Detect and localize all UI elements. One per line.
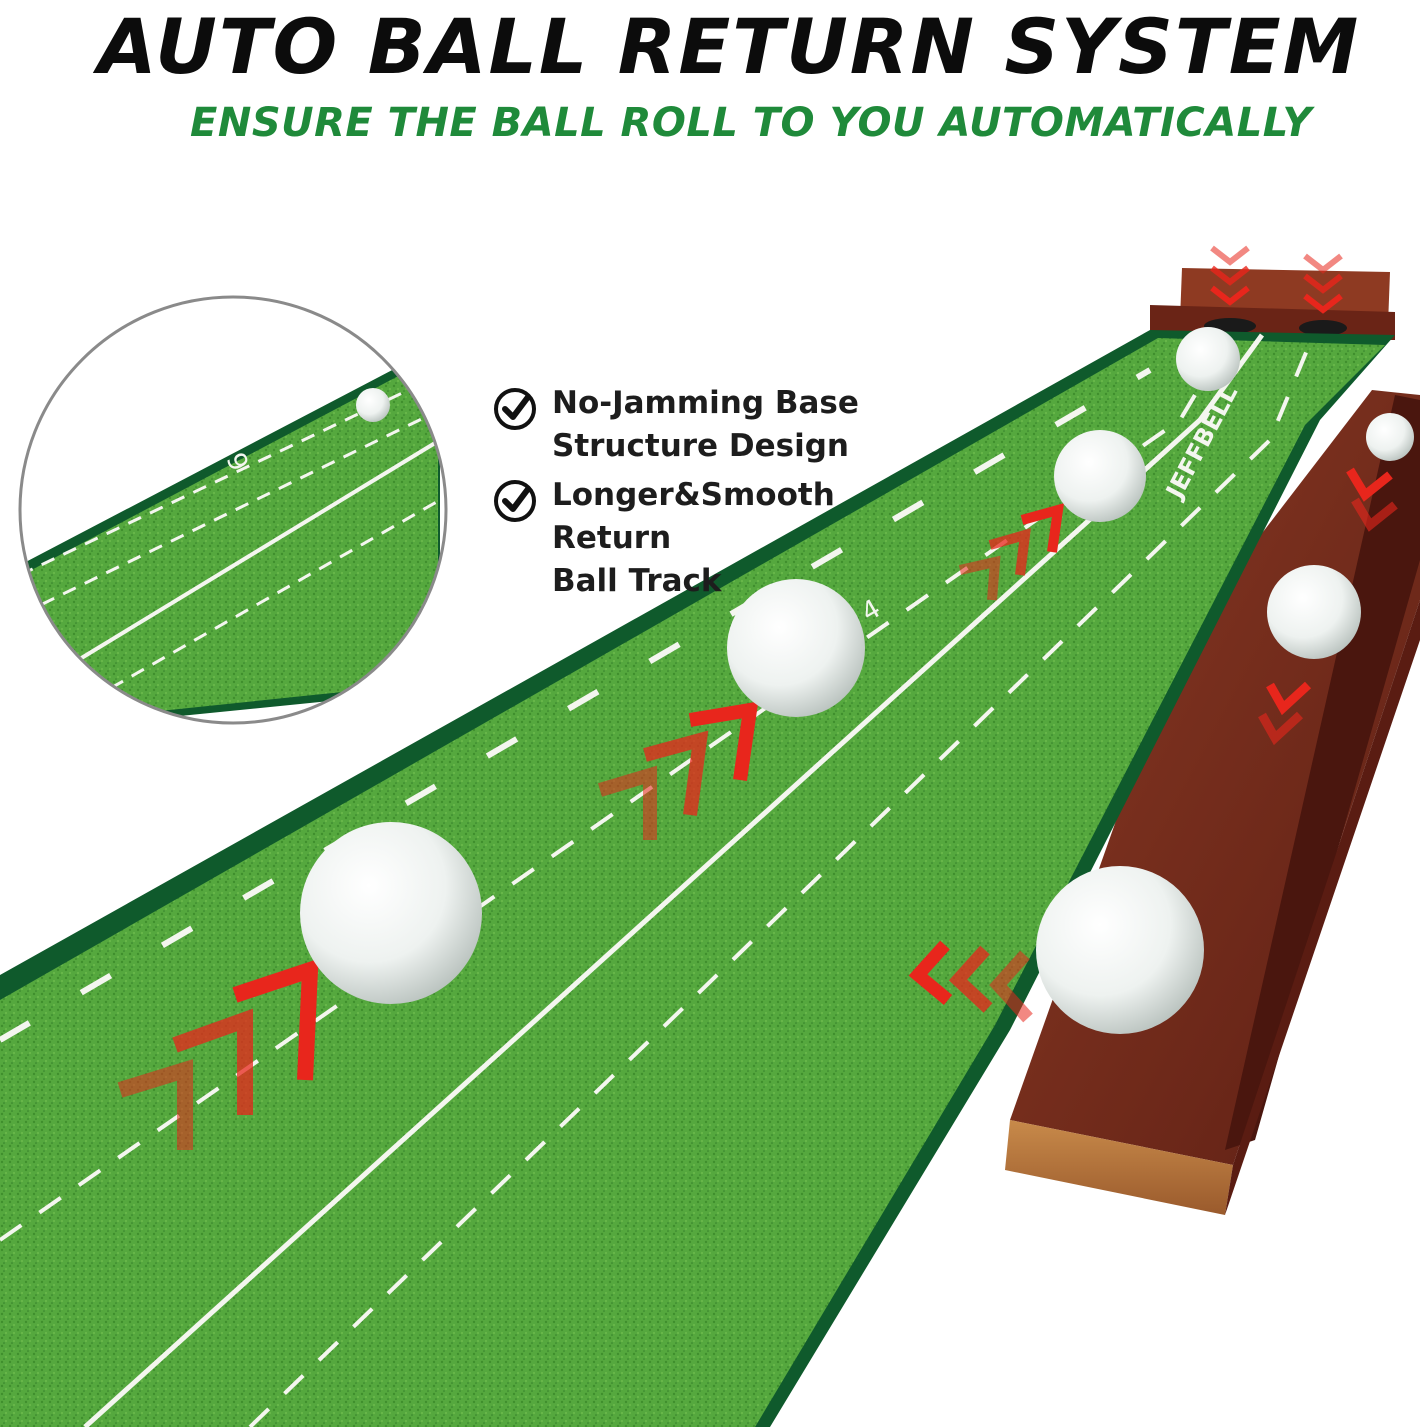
subheadline: ENSURE THE BALL ROLL TO YOU AUTOMATICALL… [190, 100, 1312, 146]
feature-text: Longer&Smooth Return Ball Track [552, 474, 942, 603]
arrow-group-middle [597, 701, 759, 840]
feature-list: No-Jamming Base Structure Design Longer&… [492, 382, 952, 609]
feature-line: No-Jamming Base [552, 385, 859, 421]
putting-mat: JEFFBELL 4 [0, 330, 1395, 1427]
arrow-group-track-upper [1346, 467, 1398, 532]
zoom-inset: 6 [18, 295, 448, 725]
golf-ball [727, 579, 865, 717]
check-circle-icon [494, 480, 536, 522]
golf-ball [1267, 565, 1361, 659]
arrow-group-track-lower [908, 940, 1033, 1023]
arrow-group-hole-right [1303, 253, 1343, 314]
feature-line: Ball Track [552, 563, 722, 599]
arrow-group-bottom-left [117, 958, 319, 1150]
headline: AUTO BALL RETURN SYSTEM [97, 2, 1361, 91]
feature-item: No-Jamming Base Structure Design [492, 382, 952, 468]
golf-ball [300, 822, 482, 1004]
check-circle-icon [494, 388, 536, 430]
feature-line: Structure Design [552, 428, 849, 464]
golf-ball [1366, 413, 1414, 461]
arrow-group-upper [958, 503, 1065, 601]
feature-text: No-Jamming Base Structure Design [552, 382, 942, 468]
inset-golf-ball [356, 388, 390, 422]
hole-right [1299, 320, 1347, 336]
golf-ball [1054, 430, 1146, 522]
golf-ball [1176, 327, 1240, 391]
arrow-group-track-middle [1258, 681, 1312, 746]
feature-line: Longer&Smooth Return [552, 477, 835, 556]
hole-cup-backboard [1150, 268, 1395, 340]
direction-arrows [117, 245, 1398, 1150]
golf-balls [300, 327, 1414, 1034]
arrow-group-hole-left [1210, 245, 1250, 306]
golf-ball [1036, 866, 1204, 1034]
feature-item: Longer&Smooth Return Ball Track [492, 474, 952, 603]
